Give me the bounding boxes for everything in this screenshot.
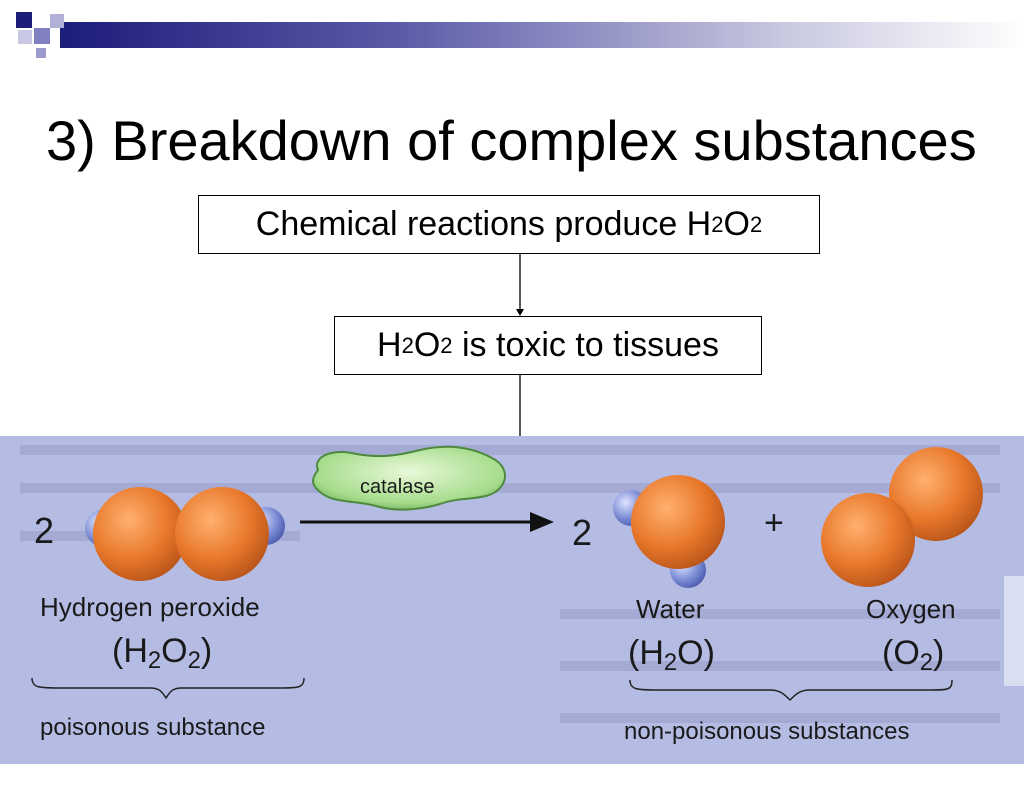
formula-part: O [161,632,188,670]
plus-sign: + [764,504,784,542]
reaction-box-text-o: O [723,205,750,243]
reactant-formula: (H2O2) [112,632,213,674]
toxic-box-text-o: O [413,326,441,364]
product-coefficient: 2 [572,512,593,553]
subscript: 2 [147,647,162,674]
reaction-box-text: Chemical reactions produce H [255,205,712,243]
products-group-label: non-poisonous substances [624,718,910,745]
formula-part: (O [882,634,920,672]
formula-part: (H [112,632,148,670]
arrow-connector-2 [519,375,521,437]
catalase-enzyme [312,445,506,511]
formula-part: O) [677,634,715,672]
product2-formula: (O2) [882,634,945,676]
reactant-brace [31,677,305,700]
water-molecule [613,475,725,588]
reactant-coefficient: 2 [34,510,55,551]
reaction-arrow [300,512,554,532]
subscript: 2 [187,647,201,674]
enzyme-label: catalase [360,476,435,498]
product1-name: Water [636,594,705,624]
formula-part: ) [933,634,945,672]
product1-formula: (H2O) [628,634,715,676]
subscript: 2 [919,649,934,676]
catalase-reaction-figure: catalase 2 2 + Hydrogen peroxide (H2O2) … [0,436,1024,764]
header-decoration [16,12,1024,58]
molecule-illustration [20,445,1024,723]
toxic-box-text-h: H [377,326,402,364]
reactant-group-label: poisonous substance [40,714,266,741]
formula-part: ) [200,632,213,670]
products-brace [629,679,953,702]
toxic-box-text: is toxic to tissues [452,326,719,364]
slide-title: 3) Breakdown of complex substances [46,109,977,172]
arrow-connector-1 [516,254,524,316]
hydrogen-peroxide-molecule [85,487,285,581]
formula-part: (H [628,634,664,672]
subscript: 2 [663,649,678,676]
product2-name: Oxygen [866,594,956,624]
reactant-name: Hydrogen peroxide [40,592,260,622]
oxygen-molecule [821,447,983,587]
